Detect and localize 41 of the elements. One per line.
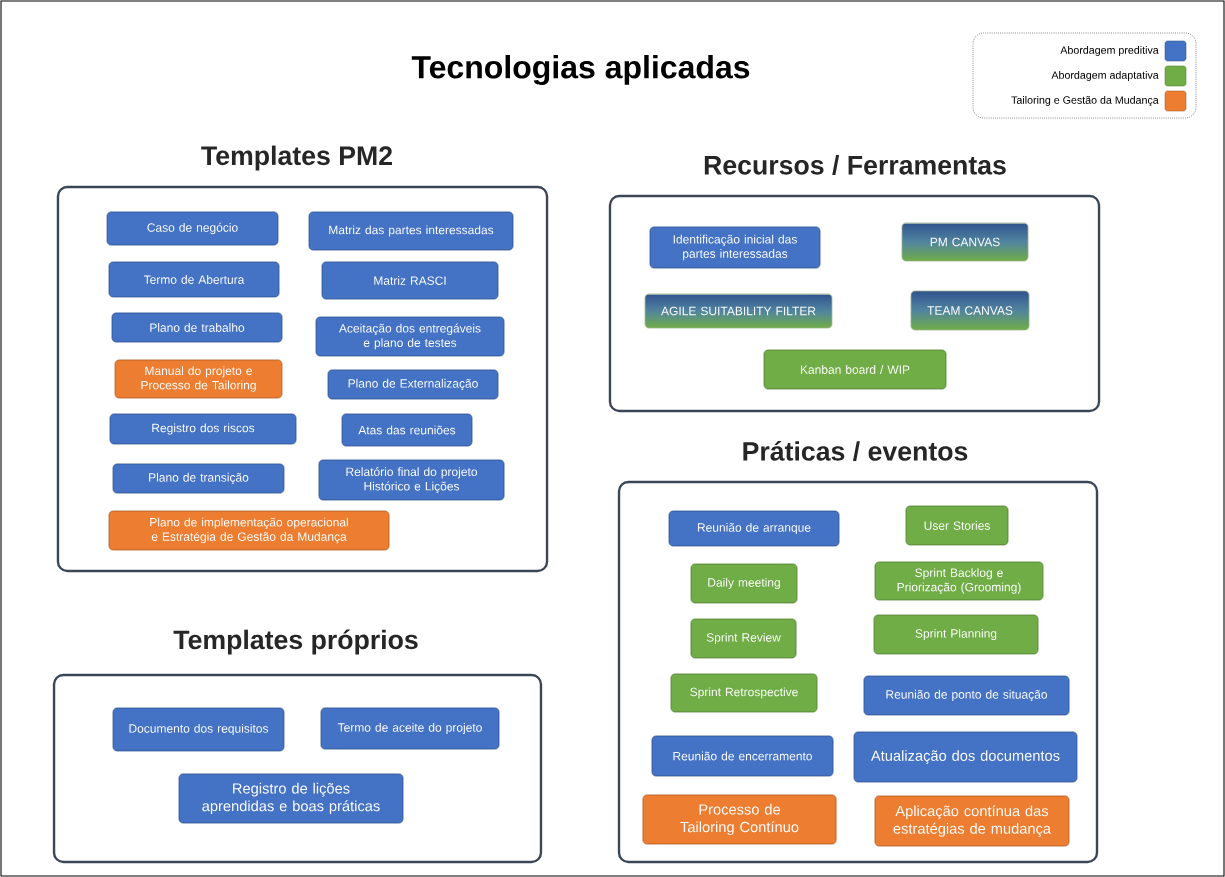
item-box: Aplicação contínua das estratégias de mudança	[874, 795, 1070, 847]
item-box: Sprint Planning	[873, 614, 1039, 655]
item-box: Registro dos riscos	[109, 413, 297, 445]
item-box: PM CANVAS	[901, 222, 1029, 262]
item-box: Kanban board / WIP	[763, 349, 947, 390]
node-label: Templates próprios	[173, 629, 418, 655]
item-box: Processo de Tailoring Contínuo	[642, 794, 837, 845]
item-box: Plano de Externalização	[327, 369, 499, 400]
legend-label: Abordagem preditiva	[1060, 46, 1159, 56]
item-box: Caso de negócio	[106, 211, 279, 246]
node-label: Recursos / Ferramentas	[704, 155, 1006, 175]
item-box: Daily meeting	[690, 563, 798, 604]
item-box: Plano de implementação operacional e Estratégia de Gestão da Mudança	[108, 510, 390, 551]
item-box: Termo de Abertura	[108, 261, 280, 298]
item-box: Atualização dos documentos	[853, 731, 1078, 783]
item-box: Registro de lições aprendidas e boas práticas	[178, 773, 404, 824]
legend-label: Tailoring e Gestão da Mudança	[1011, 96, 1159, 106]
legend-label: Abordagem adaptativa	[1051, 71, 1159, 81]
item-box: Reunião de arranque	[668, 510, 840, 547]
item-box: Termo de aceite do projeto	[320, 707, 500, 750]
item-box: Atas das reuniões	[341, 413, 473, 447]
item-box: Relatório final do projeto Histórico e Lições	[318, 459, 505, 501]
item-box: Documento dos requisitos	[112, 707, 285, 752]
item-box: TEAM CANVAS	[910, 290, 1030, 331]
item-box: Aceitação dos entregáveis e plano de testes	[315, 316, 505, 357]
item-box: Sprint Backlog e Priorização (Grooming)	[874, 561, 1044, 601]
node-label: Templates PM2	[201, 145, 392, 171]
item-box: Plano de trabalho	[111, 312, 283, 343]
item-box: Sprint Retrospective	[670, 673, 818, 713]
item-box: Manual do projeto e Processo de Tailoring	[114, 359, 283, 399]
item-box: Reunião de encerramento	[651, 735, 834, 777]
item-box: Reunião de ponto de situação	[863, 675, 1070, 716]
item-box: Plano de transição	[112, 463, 285, 494]
item-box: Matriz das partes interessadas	[308, 211, 514, 251]
item-box: Identificação inicial das partes interessadas	[649, 226, 821, 269]
item-box: AGILE SUITABILITY FILTER	[644, 293, 833, 329]
item-box: User Stories	[905, 505, 1009, 546]
node-label: Práticas / eventos	[743, 440, 968, 462]
item-box: Matriz RASCI	[321, 261, 499, 300]
title: Tecnologias aplicadas	[411, 55, 750, 85]
item-box: Sprint Review	[690, 618, 797, 659]
